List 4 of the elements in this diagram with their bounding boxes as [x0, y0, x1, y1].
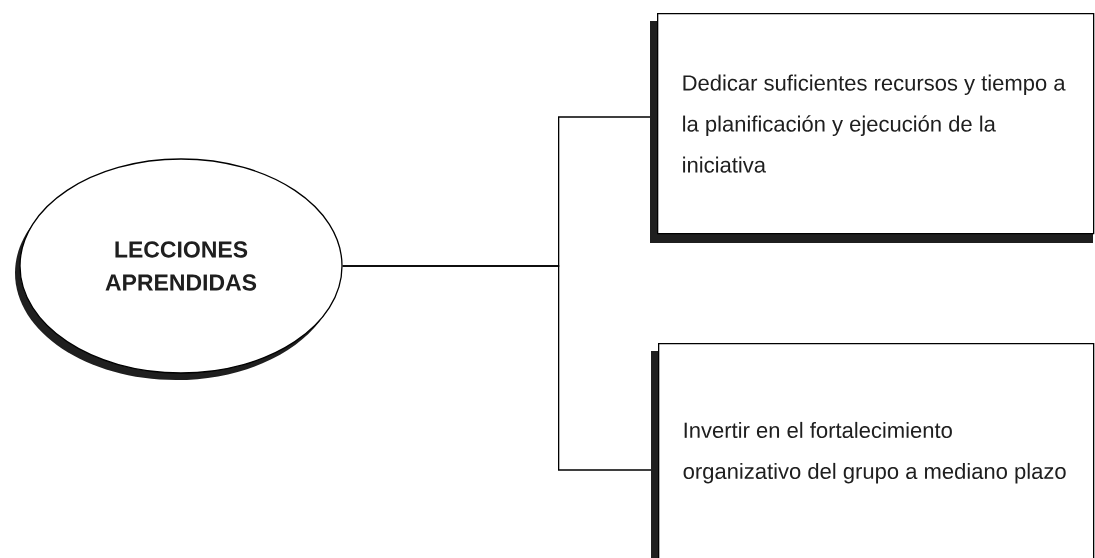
text-box: Dedicar suficientes recursos y tiempo a la planificación y ejecución de la iniciativa	[650, 13, 1095, 243]
ellipse-node: LECCIONES APRENDIDAS	[15, 158, 343, 380]
text-box: Invertir en el fortalecimiento organizativo del grupo a mediano plazo	[651, 343, 1095, 558]
connector-line	[342, 265, 652, 471]
